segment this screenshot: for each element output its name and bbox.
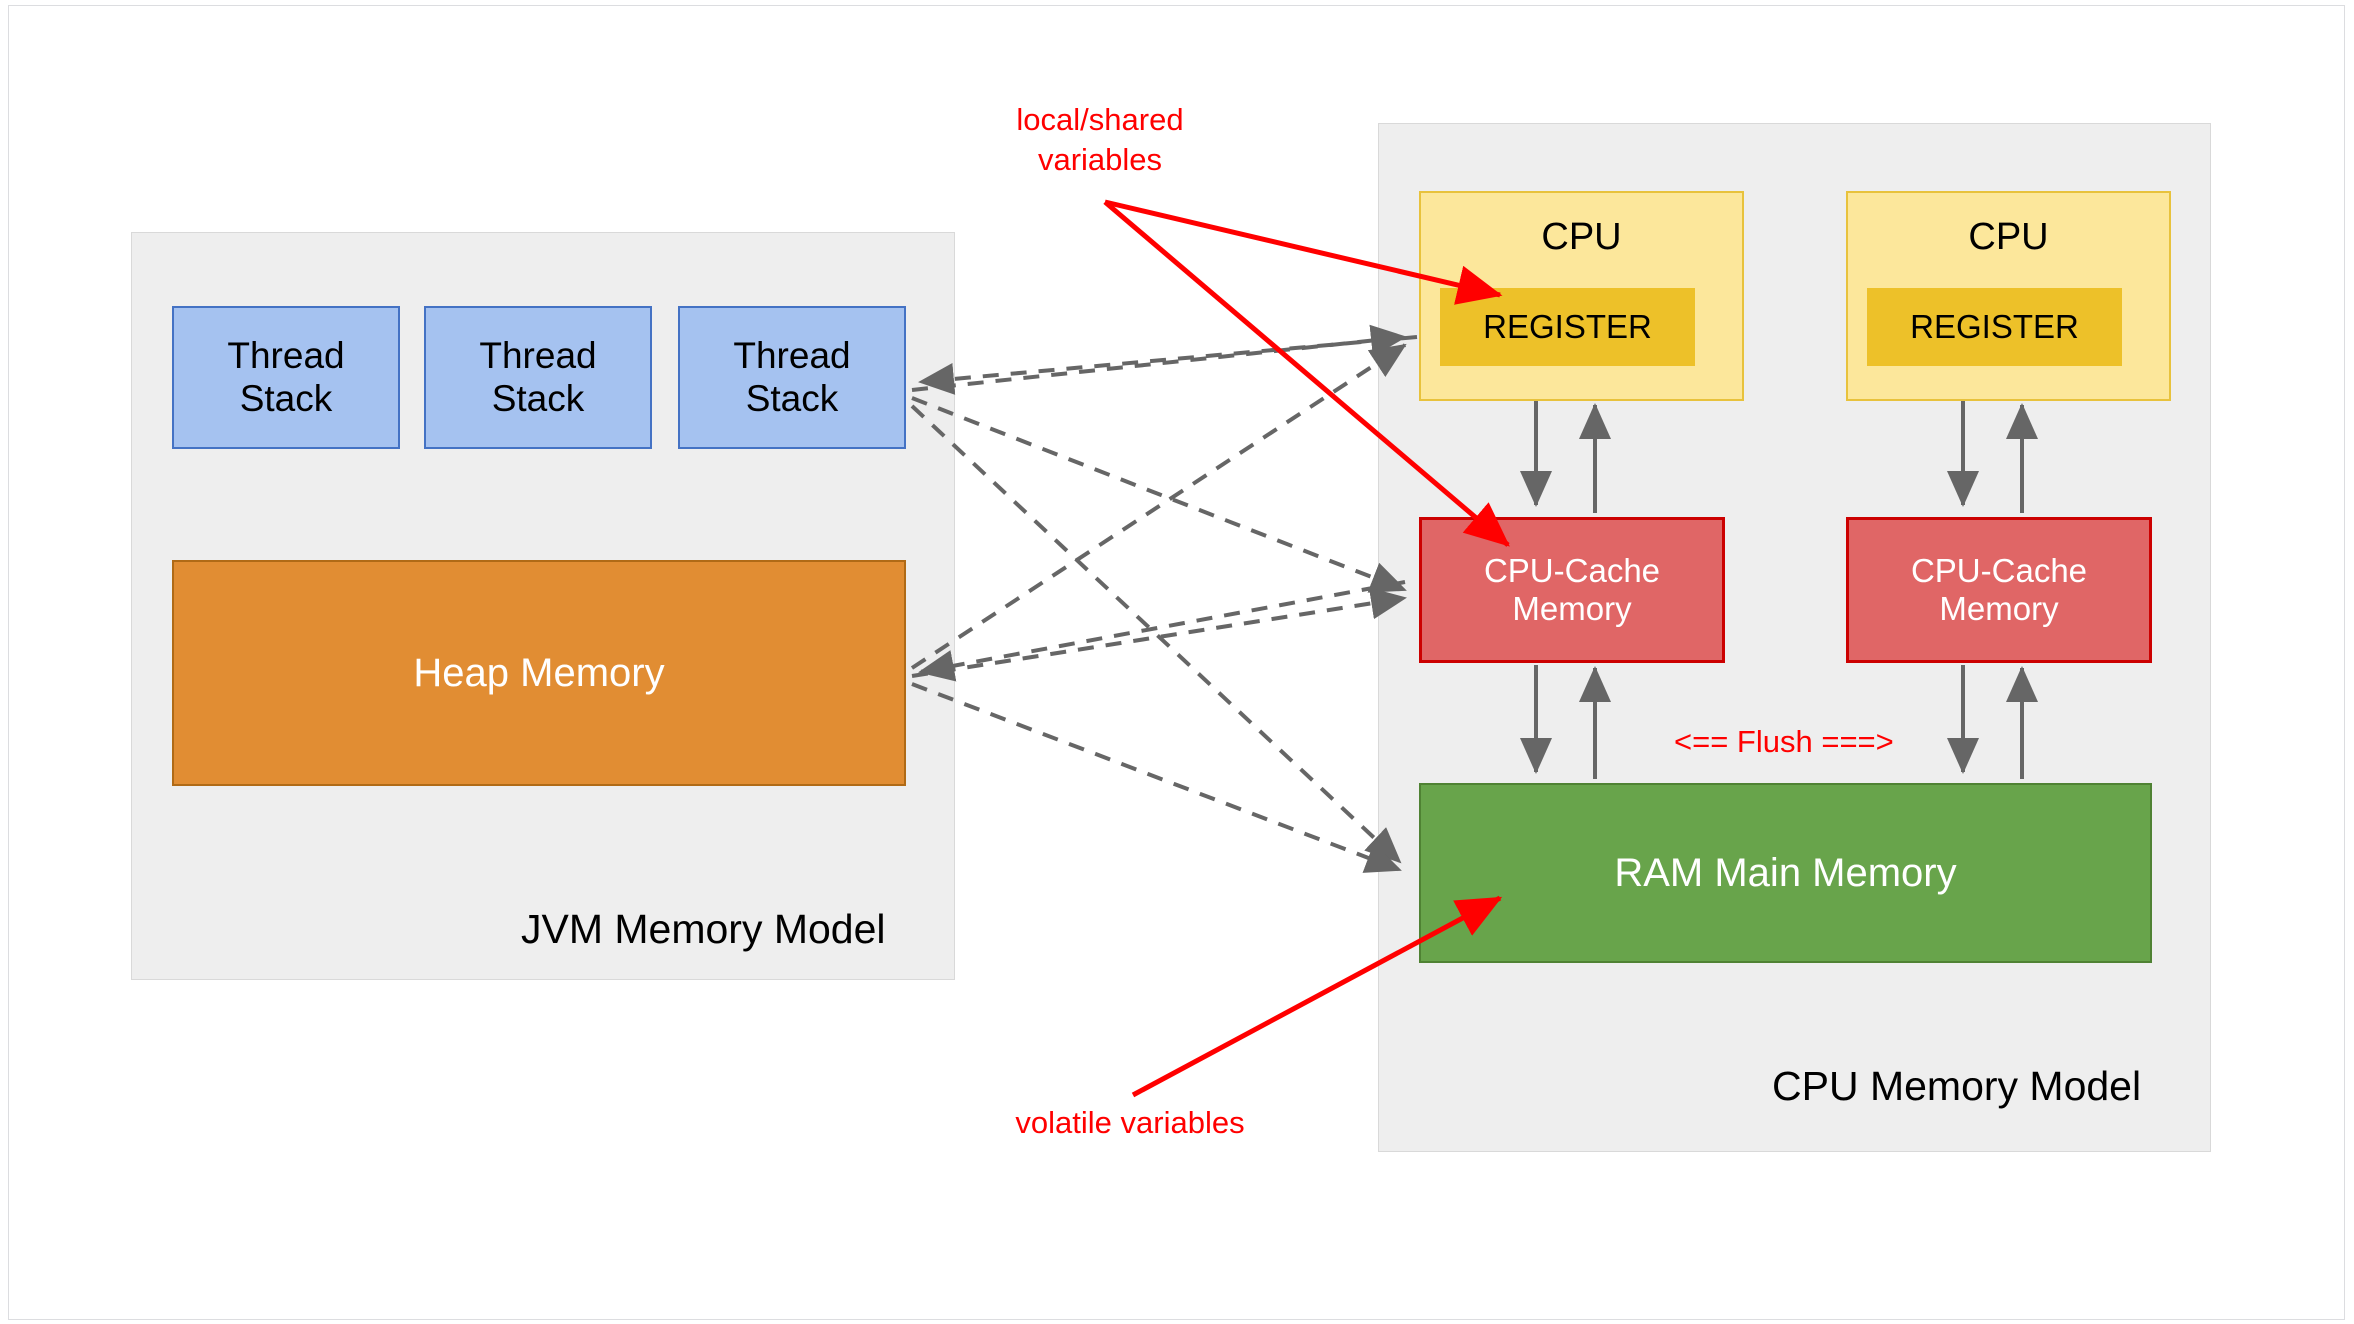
ram-main-memory-box[interactable]: RAM Main Memory (1419, 783, 2152, 963)
flush-label: <== Flush ===> (1674, 724, 1894, 759)
thread-stack-box-1[interactable]: Thread Stack (172, 306, 400, 449)
local-shared-variables-annotation: local/shared variables (1016, 102, 1184, 178)
cpu-memory-model-title: CPU Memory Model (1772, 1063, 2142, 1109)
jvm-memory-model-title: JVM Memory Model (521, 906, 886, 952)
thread-stack-box-2[interactable]: Thread Stack (424, 306, 652, 449)
register-box-1[interactable]: REGISTER (1440, 288, 1695, 366)
cpu-cache-memory-box-2[interactable]: CPU-Cache Memory (1846, 517, 2152, 663)
register-box-2[interactable]: REGISTER (1867, 288, 2122, 366)
cpu-cache-memory-box-1[interactable]: CPU-Cache Memory (1419, 517, 1725, 663)
heap-memory-box[interactable]: Heap Memory (172, 560, 906, 786)
volatile-variables-annotation: volatile variables (1015, 1105, 1245, 1140)
thread-stack-box-3[interactable]: Thread Stack (678, 306, 906, 449)
